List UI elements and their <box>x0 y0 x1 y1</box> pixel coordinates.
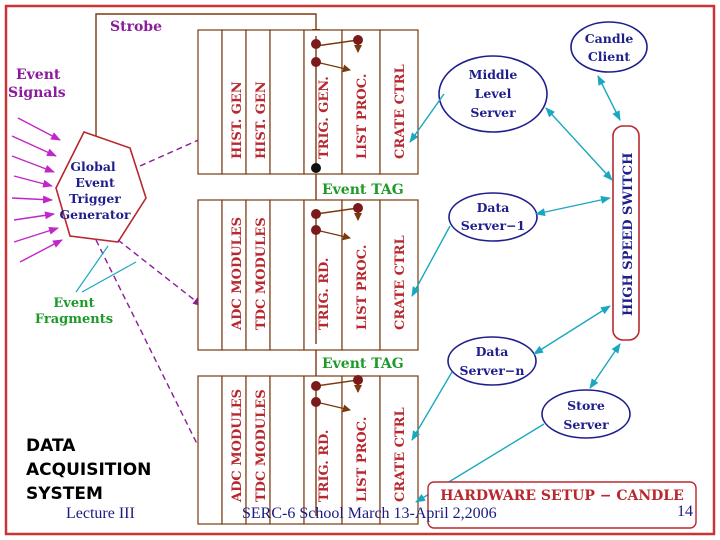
candle-client-label-1: Candle <box>585 31 634 46</box>
caption-line-2: ACQUISITION <box>26 460 152 480</box>
mls-label-3: Server <box>470 105 516 120</box>
page-number: 14 <box>677 503 693 520</box>
ds1-label-1: Data <box>477 200 510 215</box>
trigger-label-3: Trigger <box>69 191 121 206</box>
high-speed-switch <box>612 125 640 341</box>
event-signals-label: Event <box>16 67 61 83</box>
crate-3-module-1: ADC MODULES <box>230 389 245 503</box>
crate-1-module-3: TRIG. GEN. <box>317 76 332 159</box>
hardware-setup-box <box>427 481 697 529</box>
event-signals-label-2: Signals <box>8 85 66 101</box>
school-label: SERC-6 School March 13-April 2,2006 <box>242 505 497 522</box>
store-label-2: Server <box>563 417 609 432</box>
crate-2-module-4: LIST PROC. <box>355 245 370 330</box>
mls-label-1: Middle <box>469 67 518 82</box>
lecture-label: Lecture III <box>66 505 135 522</box>
trigger-label-2: Event <box>75 175 115 190</box>
crate-2-module-1: ADC MODULES <box>230 217 245 331</box>
candle-client-node <box>570 21 648 73</box>
crate-1-nodes <box>311 35 363 173</box>
crate-2 <box>197 199 419 351</box>
crate-1-module-5: CRATE CTRL <box>393 64 408 159</box>
mls-label-2: Level <box>475 86 512 101</box>
dsn-label-2: Server−n <box>460 363 525 378</box>
crate-2-module-2: TDC MODULES <box>254 217 269 330</box>
event-tag-1-label: Event TAG <box>322 182 404 198</box>
store-server-node <box>541 389 631 439</box>
data-server-1-node <box>448 192 538 242</box>
strobe-label: Strobe <box>110 19 162 35</box>
event-fragments-label-2: Fragments <box>35 312 113 327</box>
candle-client-label-2: Client <box>588 49 630 64</box>
crate-1-module-2: HIST. GEN <box>254 81 269 159</box>
data-server-n-node <box>447 336 537 386</box>
strobe-line <box>95 13 320 136</box>
event-tag-2-label: Event TAG <box>322 356 404 372</box>
ds1-label-2: Server−1 <box>461 218 526 233</box>
trigger-label-4: Generator <box>59 207 130 222</box>
store-label-1: Store <box>567 398 605 413</box>
crate-2-nodes <box>311 203 363 235</box>
crate-1-module-4: LIST PROC. <box>355 74 370 159</box>
crate-3-nodes <box>311 375 363 407</box>
crate-1-module-1: HIST. GEN <box>230 81 245 159</box>
crate-3-module-3: TRIG. RD. <box>317 430 332 502</box>
crate-2-module-5: CRATE CTRL <box>393 235 408 330</box>
event-fragments-label: Event <box>53 296 94 311</box>
crate-3-module-5: CRATE CTRL <box>393 407 408 502</box>
crate-3-module-2: TDC MODULES <box>254 389 269 502</box>
crate-2-module-3: TRIG. RD. <box>317 258 332 330</box>
fragment-lines <box>75 245 137 293</box>
caption-line-1: DATA <box>26 436 76 456</box>
hardware-setup-label: HARDWARE SETUP − CANDLE <box>440 488 684 504</box>
crate-1 <box>197 29 419 175</box>
switch-label: HIGH SPEED SWITCH <box>621 153 636 316</box>
global-trigger-hexagon <box>55 131 147 243</box>
middle-level-server-node <box>438 55 548 133</box>
diagram-caption: DATA ACQUISITION SYSTEM <box>26 434 226 506</box>
input-signal-arrows <box>11 117 63 263</box>
page-border <box>4 4 716 536</box>
caption-line-3: SYSTEM <box>26 484 103 504</box>
crate-3 <box>197 375 419 525</box>
trigger-label-1: Global <box>70 159 116 174</box>
dsn-label-1: Data <box>476 344 509 359</box>
crate-3-module-4: LIST PROC. <box>355 417 370 502</box>
